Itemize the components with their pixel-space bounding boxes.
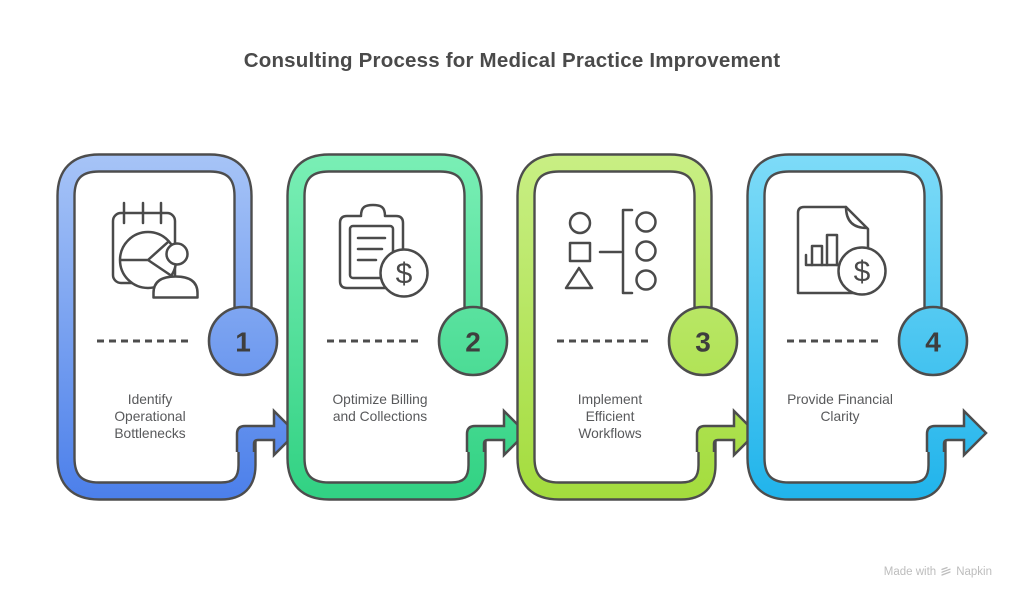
step-card-1: 1 [56,153,298,501]
operations-analytics-person-icon [111,201,199,299]
step-number: 1 [235,327,251,358]
bar-chart-axis [804,253,842,267]
diagram-title: Consulting Process for Medical Practice … [243,49,781,72]
output-circle-1 [635,211,657,233]
step-label-1: Identify Operational Bottlenecks [66,391,234,442]
step-number: 4 [925,327,941,358]
step-number-circle [897,305,969,377]
step-label-line: Bottlenecks [114,426,186,442]
shape-circle [568,211,592,235]
card-border [288,155,485,499]
bracket-shape [621,208,634,295]
step-label-line: Efficient [585,409,635,425]
step-card-4: 4 $ [746,153,988,501]
next-step-arrow-icon [925,407,988,459]
shape-triangle [564,266,594,290]
card-border [518,155,715,499]
step-label-line: Clarity [820,409,860,425]
watermark: Made with Napkin [884,566,992,578]
person-head-shape [165,242,189,266]
step-number-circle [207,305,279,377]
billing-clipboard-dollar-icon: $ [338,203,429,298]
step-label-2: Optimize Billing and Collections [296,391,464,425]
person-shoulders-shape [152,275,199,299]
step-label-4: Provide Financial Clarity [756,391,924,425]
output-circle-2 [635,240,657,262]
step-label-line: Optimize Billing [332,392,428,407]
step-label-line: Implement [577,392,643,407]
document-fold-crease [844,205,869,230]
dollar-circle-shape [379,248,429,298]
step-number: 2 [465,327,481,358]
card-border [58,155,255,499]
workflow-sorting-icon [564,208,657,295]
step-card-2: 2 $ [286,153,528,501]
bar-chart-bars [810,233,839,267]
step-number-circle [667,305,739,377]
napkin-logo-icon [941,566,951,576]
dollar-symbol: $ [854,256,871,289]
step-number: 3 [695,327,711,358]
step-number-circle [437,305,509,377]
paper-text-lines [356,236,387,262]
notepad-rings [122,201,163,225]
step-label-line: Workflows [578,426,642,442]
pie-chart-slices [119,240,173,277]
step-label-line: and Collections [332,409,428,425]
step-label-line: Operational [114,409,186,425]
financial-report-dollar-icon: $ [796,205,887,296]
card-border [748,155,945,499]
shape-square [568,241,592,263]
dollar-circle-shape [837,246,887,296]
step-label-3: Implement Efficient Workflows [526,391,694,442]
output-circle-3 [635,269,657,291]
watermark-prefix: Made with [883,566,937,578]
watermark-brand: Napkin [956,566,992,578]
dollar-symbol: $ [396,258,413,291]
step-label-line: Identify [127,392,173,407]
step-label-line: Provide Financial [787,392,893,407]
step-card-3: 3 [516,153,758,501]
